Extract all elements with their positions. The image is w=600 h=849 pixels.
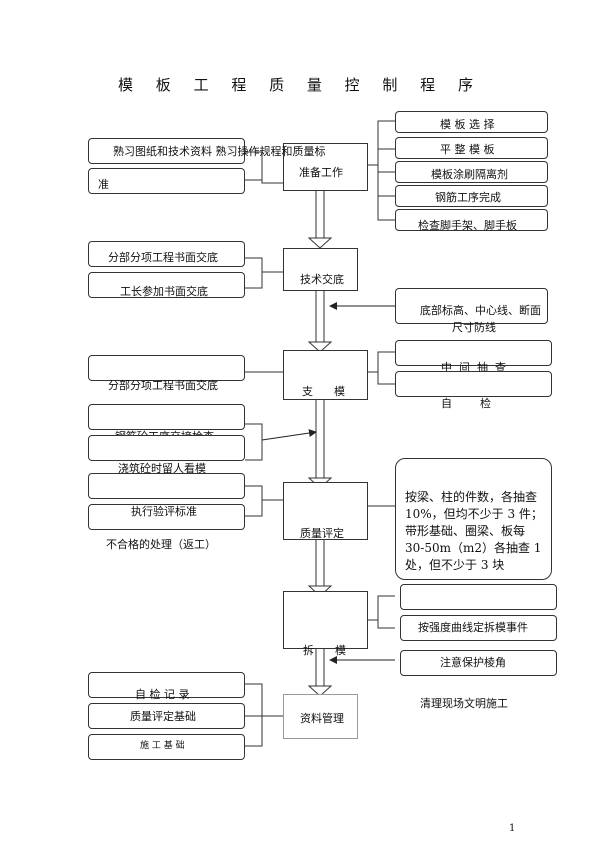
right-prepare-text-4: 钢筋工序完成 bbox=[435, 191, 501, 204]
right-prepare-box-3 bbox=[395, 161, 548, 183]
step-prepare-box bbox=[283, 143, 368, 191]
left-records-box-1 bbox=[88, 672, 245, 698]
right-quality-box-1 bbox=[395, 458, 552, 580]
right-prepare-box-1 bbox=[395, 111, 548, 133]
right-quality-text-4: 30-50m（m2）各抽查 1 bbox=[405, 541, 542, 555]
left-records-text-1: 自 检 记 录 bbox=[135, 688, 190, 701]
right-remove-box-1 bbox=[400, 584, 557, 610]
left-records-box-3 bbox=[88, 734, 245, 760]
step-prepare-label: 准备工作 bbox=[299, 166, 343, 179]
left-support-box-1 bbox=[88, 355, 245, 381]
left-quality-text-2: 不合格的处理（返工） bbox=[106, 538, 216, 551]
left-prepare-text-2: 准 bbox=[98, 178, 109, 191]
right-remove-text-2: 注意保护棱角 bbox=[440, 656, 506, 669]
right-quality-text-5: 处，但不少于 3 块 bbox=[405, 558, 505, 572]
right-prepare-text-3: 模板涂刷隔离剂 bbox=[431, 168, 508, 181]
step-records-label: 资料管理 bbox=[300, 712, 344, 725]
right-tech-text-1b: 尺寸防线 bbox=[452, 321, 496, 334]
page-title: 模 板 工 程 质 量 控 制 程 序 bbox=[118, 76, 482, 94]
right-support-box-1 bbox=[395, 340, 552, 366]
left-tech-text-1: 分部分项工程书面交底 bbox=[108, 251, 218, 264]
left-quality-box-1 bbox=[88, 473, 245, 499]
right-support-box-2 bbox=[395, 371, 552, 397]
left-quality-box-2 bbox=[88, 504, 245, 530]
page-number: 1 bbox=[509, 823, 516, 834]
right-prepare-text-2: 平 整 模 板 bbox=[440, 143, 495, 156]
left-tech-box-2 bbox=[88, 272, 245, 298]
left-prepare-box-2 bbox=[88, 168, 245, 194]
right-prepare-text-5: 检查脚手架、脚手板 bbox=[418, 219, 517, 232]
step-tech-label: 技术交底 bbox=[300, 273, 344, 286]
right-prepare-box-4 bbox=[395, 185, 548, 207]
right-remove-text-1: 按强度曲线定拆模事件 bbox=[418, 621, 528, 634]
right-support-text-2: 自 检 bbox=[441, 397, 491, 410]
left-prepare-text-1: 熟习图纸和技术资料 熟习操作规程和质量标 bbox=[113, 145, 326, 158]
right-prepare-box-2 bbox=[395, 137, 548, 159]
right-quality-text-1: 按梁、柱的件数，各抽查 bbox=[405, 490, 538, 504]
step-support-box bbox=[283, 350, 368, 400]
left-records-text-3: 施 工 基 础 bbox=[140, 741, 185, 751]
left-support-text-1: 分部分项工程书面交底 bbox=[108, 379, 218, 392]
left-support-box-2 bbox=[88, 404, 245, 430]
right-tech-text-1a: 底部标高、中心线、断面 bbox=[420, 304, 541, 317]
step-tech-box bbox=[283, 248, 358, 291]
right-tech-box-1 bbox=[395, 288, 548, 324]
right-support-text-1: 中 间 抽 查 bbox=[441, 361, 506, 374]
step-quality-box bbox=[283, 482, 368, 540]
right-remove-box-3 bbox=[400, 650, 557, 676]
left-prepare-box-1 bbox=[88, 138, 245, 164]
step-remove-box bbox=[283, 591, 368, 649]
left-records-text-2: 质量评定基础 bbox=[130, 710, 196, 723]
left-records-box-2 bbox=[88, 703, 245, 729]
left-support-box-3 bbox=[88, 435, 245, 461]
step-support-label: 支 模 bbox=[302, 385, 345, 398]
right-prepare-text-1: 模 板 选 择 bbox=[440, 118, 495, 131]
right-quality-text-2: 10%，但均不少于 3 件； bbox=[405, 507, 543, 521]
right-quality-text-3: 带形基础、圈梁、板每 bbox=[405, 524, 526, 538]
step-remove-label: 拆 模 bbox=[303, 644, 346, 657]
right-remove-text-3: 清理现场文明施工 bbox=[420, 697, 508, 710]
step-records-box bbox=[283, 694, 358, 739]
right-prepare-box-5 bbox=[395, 209, 548, 231]
left-tech-text-2: 工长参加书面交底 bbox=[120, 285, 208, 298]
right-remove-box-2 bbox=[400, 615, 557, 641]
left-quality-text-1: 执行验评标准 bbox=[131, 505, 197, 518]
left-support-text-3: 浇筑砼时留人看模 bbox=[118, 462, 206, 475]
step-quality-label: 质量评定 bbox=[300, 527, 344, 540]
left-tech-box-1 bbox=[88, 241, 245, 267]
